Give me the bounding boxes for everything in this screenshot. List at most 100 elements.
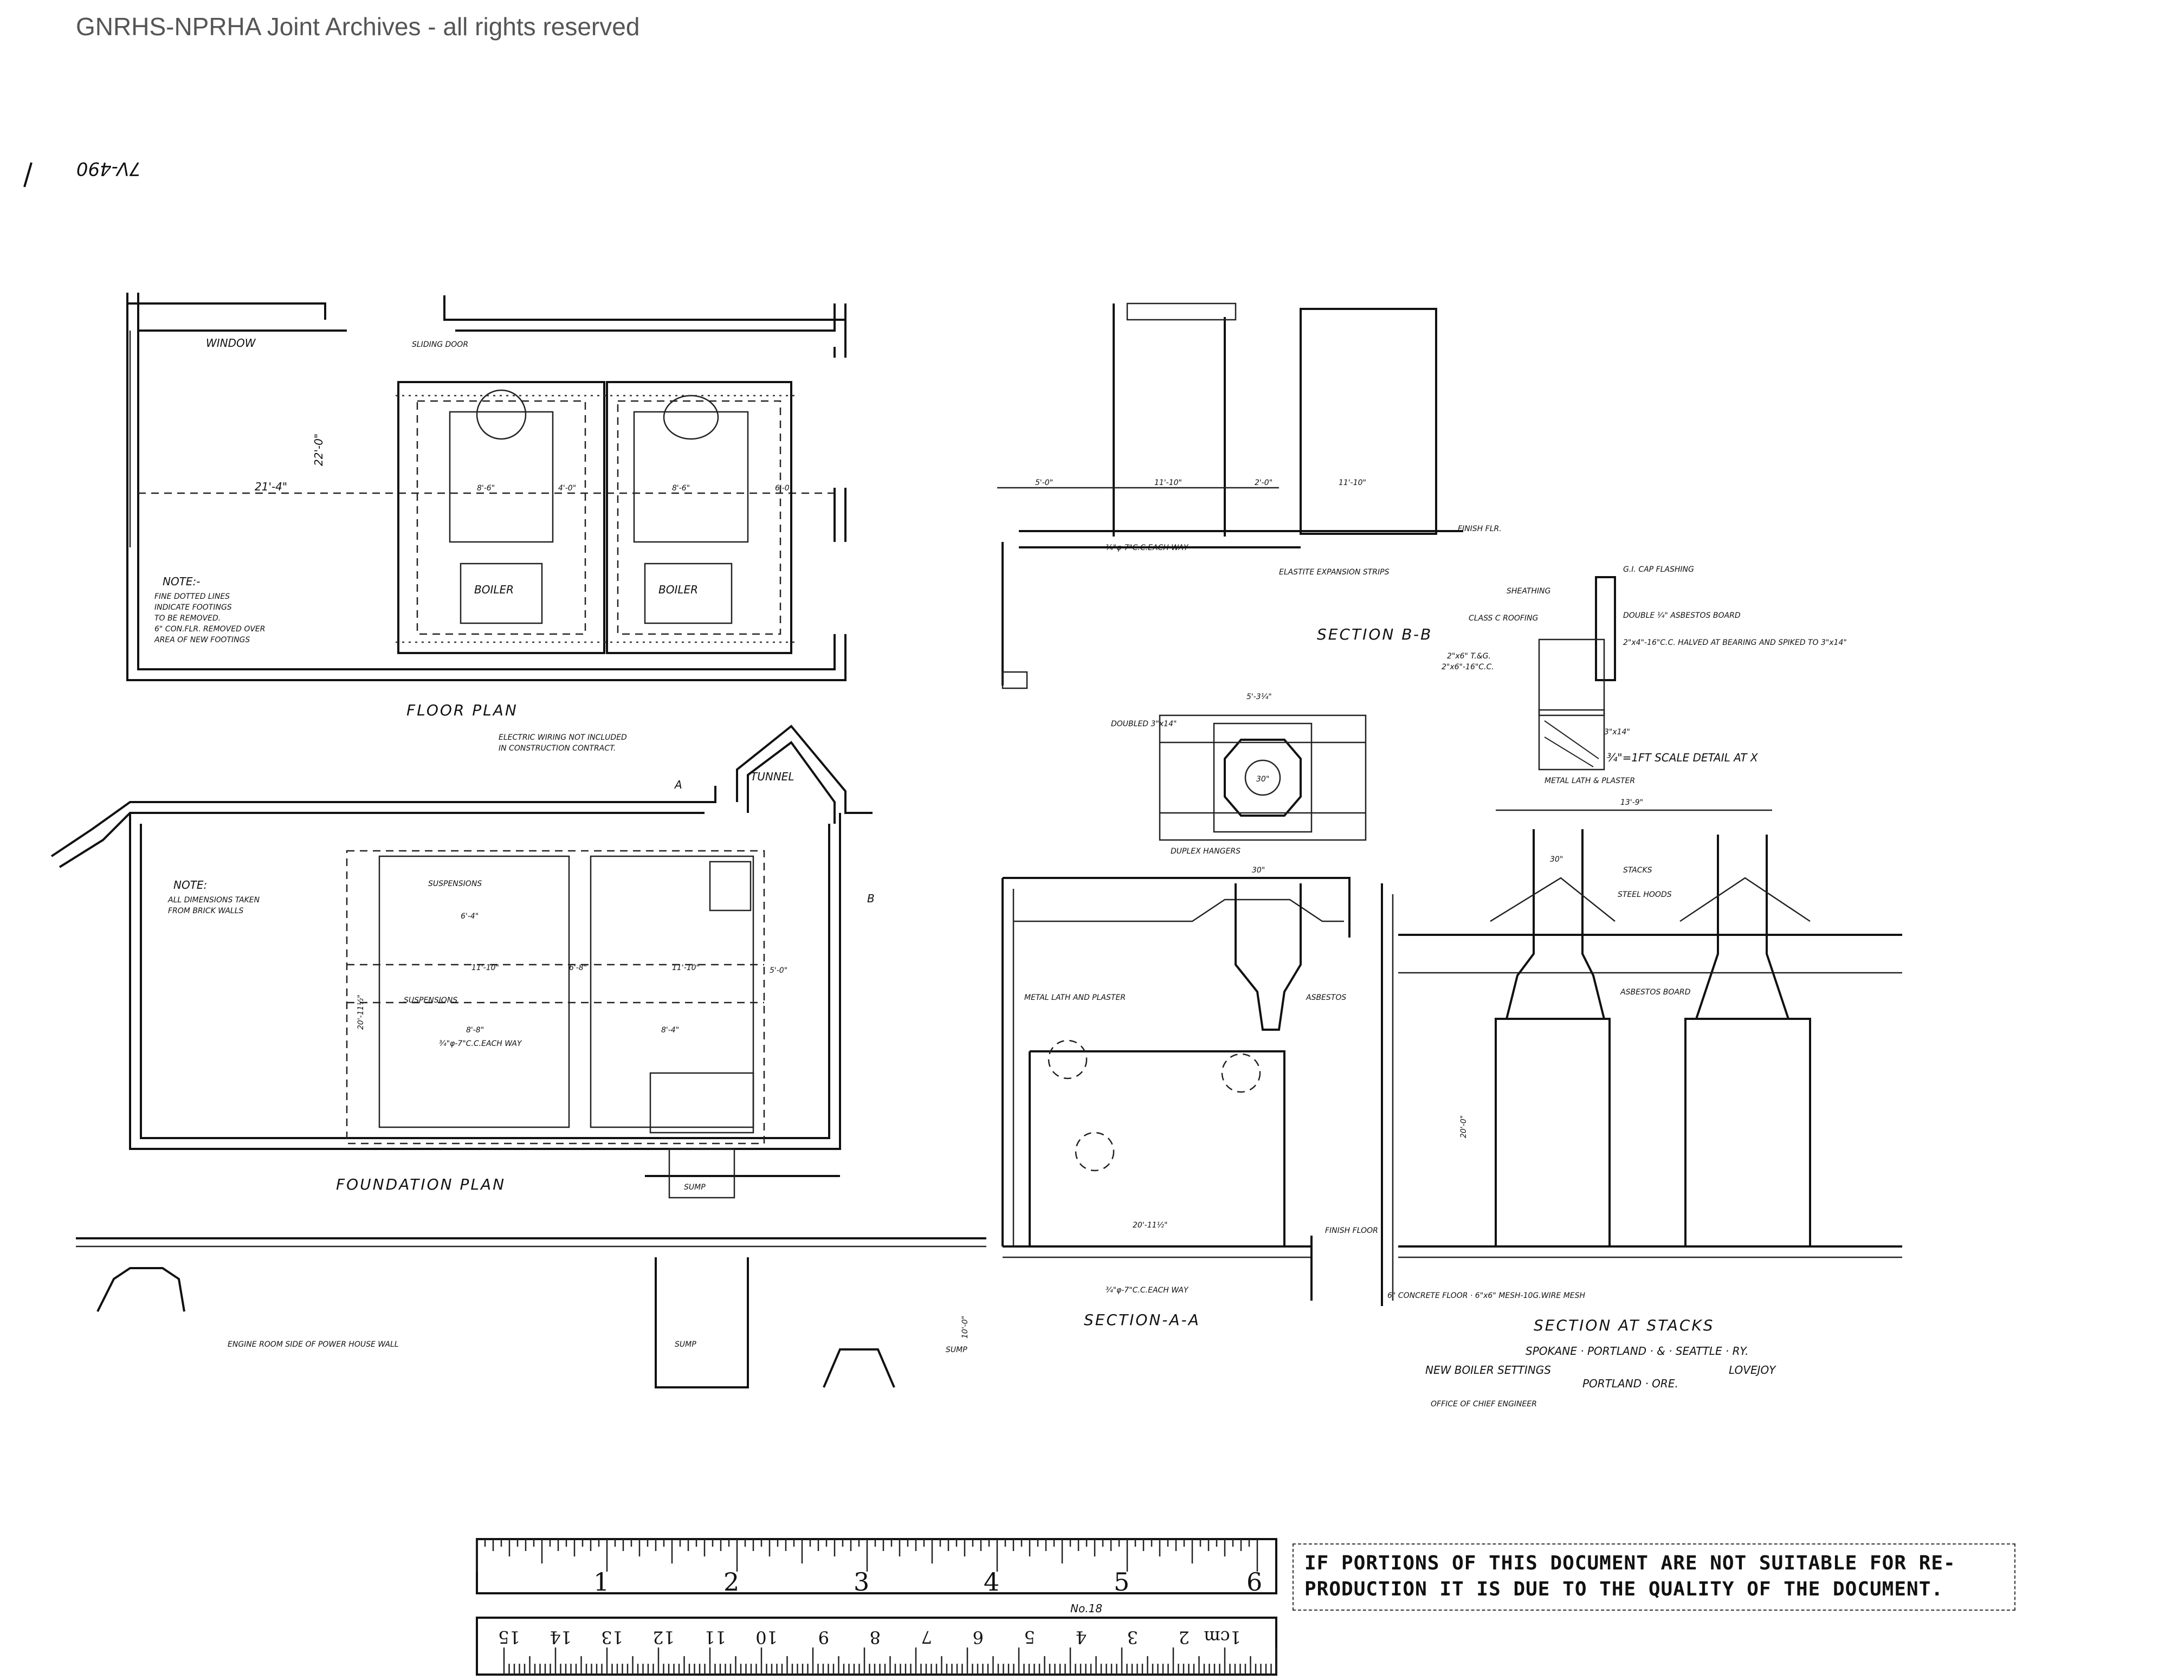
aa-metal-lath: METAL LATH AND PLASTER — [1024, 993, 1126, 1002]
foundation-note-line: ALL DIMENSIONS TAKEN — [167, 896, 260, 904]
boiler-left-label: BOILER — [474, 583, 514, 596]
engine-room-label: ENGINE ROOM SIDE OF POWER HOUSE WALL — [228, 1340, 399, 1349]
sump-label-lower: SUMP — [675, 1340, 696, 1349]
detail-x: G.I. CAP FLASHING SHEATHING CLASS C ROOF… — [1442, 565, 1847, 785]
detail-callout: 3"x14" — [1604, 728, 1630, 736]
ruler-cm-label: 14 — [550, 1627, 572, 1647]
title-city: PORTLAND · ORE. — [1582, 1377, 1678, 1390]
ruler-cm-label: 7 — [921, 1627, 932, 1647]
quality-notice: IF PORTIONS OF THIS DOCUMENT ARE NOT SUI… — [1293, 1543, 2015, 1611]
door-label: SLIDING DOOR — [412, 340, 468, 349]
section-marker-a: A — [674, 778, 682, 791]
title-block: SPOKANE · PORTLAND · & · SEATTLE · RY. N… — [1425, 1345, 1776, 1408]
section-bb: 5'-0" 11'-10" 2'-0" 11'-10" FINISH FLR. … — [997, 302, 1502, 689]
margin-tick — [23, 162, 33, 188]
ruler-cm-label: 11 — [704, 1627, 726, 1647]
section-marker-b: B — [867, 892, 875, 905]
detail-callout: METAL LATH & PLASTER — [1545, 777, 1635, 785]
rebar-label: ¾"φ-7"C.C.EACH WAY — [439, 1039, 522, 1048]
ruler-model-label: No.18 — [1070, 1602, 1102, 1615]
dim-gap: 4'-0" — [558, 484, 576, 493]
svg-text:7V-490: 7V-490 — [76, 158, 141, 179]
foundation-plan: TUNNEL SUMP NOTE: ALL DIMENSIONS TAKEN F… — [50, 725, 875, 1199]
boiler-right-label: BOILER — [658, 583, 698, 596]
foundation-dim: 11'-10" — [471, 964, 499, 972]
ruler-cm-label: 5 — [1024, 1627, 1035, 1647]
hanger-detail: DOUBLED 3"x14" DUPLEX HANGERS 5'-3¼" 30" — [1111, 693, 1367, 856]
dim-boiler-right: 8'-6" — [672, 484, 690, 493]
ruler-inch-label: 1 — [593, 1567, 609, 1597]
bb-expansion: ELASTITE EXPANSION STRIPS — [1279, 568, 1390, 577]
detail-callout: 2"x6"-16"C.C. — [1442, 663, 1494, 671]
detail-callout: SHEATHING — [1507, 587, 1550, 596]
ruler-cm-label: 8 — [870, 1627, 881, 1647]
electric-note: ELECTRIC WIRING NOT INCLUDED — [499, 733, 627, 742]
detail-callout: CLASS C ROOFING — [1469, 614, 1539, 623]
floor-note-line: INDICATE FOOTINGS — [154, 603, 232, 612]
hanger-dim-center: 30" — [1256, 775, 1269, 784]
foundation-plan-title: FOUNDATION PLAN — [336, 1175, 506, 1193]
hoods-label: STEEL HOODS — [1618, 890, 1672, 899]
electric-note: IN CONSTRUCTION CONTRACT. — [499, 744, 616, 753]
ruler-cm-label: 15 — [498, 1627, 520, 1647]
aa-dim: 10'-0" — [961, 1316, 970, 1339]
archive-credit: GNRHS-NPRHA Joint Archives - all rights … — [76, 12, 640, 41]
foundation-dim: 6'-4" — [461, 912, 479, 921]
bb-rebar: ¾"φ-7"C.C.EACH WAY — [1106, 544, 1189, 552]
ruler-cm-label: 2 — [1179, 1627, 1190, 1647]
window-label: WINDOW — [206, 337, 256, 350]
ruler-inch-label: 2 — [723, 1567, 739, 1597]
foundation-dim: 5'-0" — [770, 966, 787, 975]
title-project: NEW BOILER SETTINGS — [1425, 1364, 1551, 1377]
ruler-inch-label: 6 — [1246, 1567, 1262, 1597]
ruler-cm-label: 12 — [652, 1627, 675, 1647]
bb-dim: 11'-10" — [1154, 479, 1182, 487]
dim-width: 21'-4" — [255, 480, 287, 493]
title-location: LOVEJOY — [1729, 1364, 1776, 1377]
stacks-dim: 20'-0" — [1459, 1115, 1468, 1138]
stacks-asbestos-label: ASBESTOS BOARD — [1620, 988, 1691, 997]
floor-note-line: 6" CON.FLR. REMOVED OVER — [154, 625, 266, 634]
aa-asbestos: ASBESTOS — [1306, 993, 1346, 1002]
notice-line-2: PRODUCTION IT IS DUE TO THE QUALITY OF T… — [1304, 1578, 1944, 1600]
foundation-dim: 11'-10" — [672, 964, 700, 972]
tunnel-label: TUNNEL — [751, 770, 794, 783]
bb-dim: 11'-10" — [1339, 479, 1366, 487]
foundation-note-title: NOTE: — [173, 878, 207, 891]
suspensions-label: SUSPENSIONS — [404, 996, 457, 1005]
foundation-dim: 6'-8" — [569, 964, 587, 972]
section-bb-title: SECTION B-B — [1317, 625, 1432, 643]
bb-finish-floor: FINISH FLR. — [1458, 525, 1502, 533]
aa-sump: SUMP — [946, 1346, 967, 1354]
ruler: 1 2 3 4 5 6 No.18 1cm 2 3 4 5 6 7 8 9 10… — [476, 1538, 1277, 1676]
title-office: OFFICE OF CHIEF ENGINEER — [1431, 1400, 1537, 1408]
dim-boiler-left: 8'-6" — [477, 484, 495, 493]
floor-note-line: FINE DOTTED LINES — [154, 592, 230, 601]
stacks-dim: 13'-9" — [1620, 798, 1643, 807]
bb-dim: 5'-0" — [1035, 479, 1053, 487]
engine-room-wall: ENGINE ROOM SIDE OF POWER HOUSE WALL SUM… — [76, 1237, 986, 1388]
bb-dim: 2'-0" — [1255, 479, 1272, 487]
suspensions-label: SUSPENSIONS — [428, 880, 482, 888]
ruler-cm-label: 9 — [818, 1627, 829, 1647]
foundation-note-line: FROM BRICK WALLS — [168, 907, 244, 915]
ruler-cm-labels: 1cm 2 3 4 5 6 7 8 9 10 11 12 13 14 15 — [498, 1627, 1241, 1647]
hanger-duplex-label: DUPLEX HANGERS — [1171, 847, 1240, 856]
foundation-dim: 8'-4" — [661, 1026, 679, 1035]
ruler-cm-label: 10 — [755, 1627, 778, 1647]
ruler-cm-label: 1cm — [1204, 1627, 1241, 1647]
ruler-inch-label: 3 — [854, 1567, 869, 1597]
title-railway: SPOKANE · PORTLAND · & · SEATTLE · RY. — [1526, 1345, 1749, 1358]
notice-line-1: IF PORTIONS OF THIS DOCUMENT ARE NOT SUI… — [1304, 1552, 1956, 1574]
stacks-label: STACKS — [1623, 866, 1652, 875]
floor-note-title: NOTE:- — [163, 575, 201, 588]
detail-x-title: ¾"=1FT SCALE DETAIL AT X — [1607, 751, 1759, 764]
section-aa-title: SECTION-A-A — [1084, 1311, 1200, 1329]
detail-callout: 2"x4"-16"C.C. HALVED AT BEARING AND SPIK… — [1623, 638, 1847, 647]
floor-plan-title: FLOOR PLAN — [406, 701, 518, 719]
aa-dim: 20'-11½" — [1133, 1221, 1168, 1230]
floor-note-line: TO BE REMOVED. — [154, 614, 221, 623]
floor-plan: WINDOW SLIDING DOOR BOILER BOILER 21'-4"… — [126, 293, 847, 753]
ruler-cm-label: 6 — [973, 1627, 984, 1647]
